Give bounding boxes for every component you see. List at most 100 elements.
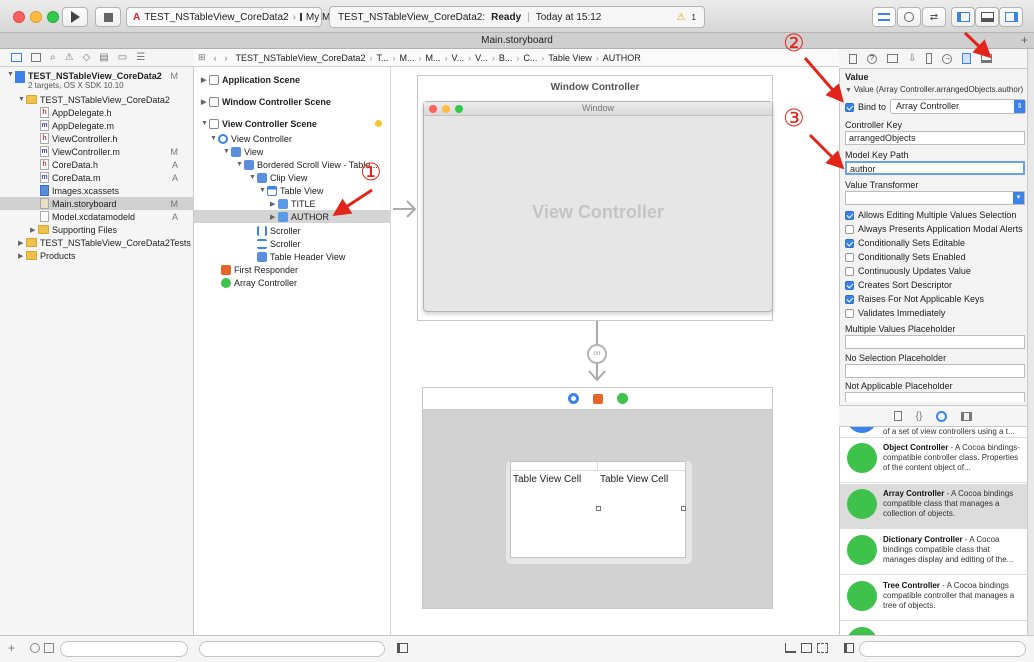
checkbox-continuously-updates[interactable]: Continuously Updates Value bbox=[845, 266, 971, 276]
checkbox-allows-editing-multiple[interactable]: Allows Editing Multiple Values Selection bbox=[845, 210, 1016, 220]
multiple-values-placeholder-field[interactable] bbox=[845, 335, 1025, 349]
bind-to-checkbox[interactable]: Bind to bbox=[845, 102, 886, 112]
scene-window-controller[interactable]: ▶Window Controller Scene bbox=[194, 95, 390, 108]
bind-to-popup[interactable]: Array Controller ⇕ bbox=[890, 99, 1026, 114]
test-navigator-icon[interactable]: ◇ bbox=[82, 52, 91, 63]
nav-group-products[interactable]: ▶Products bbox=[0, 249, 194, 262]
debug-navigator-icon[interactable]: ▤ bbox=[99, 52, 109, 63]
add-tab-icon[interactable]: + bbox=[1020, 33, 1028, 47]
disclosure-open-icon[interactable]: ▼ bbox=[223, 148, 230, 155]
nav-file-images-xcassets[interactable]: Images.xcassets bbox=[0, 184, 194, 197]
outline-column-author[interactable]: ▶AUTHOR bbox=[194, 210, 390, 223]
library-item-partial-bottom[interactable] bbox=[840, 622, 1027, 635]
disclosure-closed-icon[interactable]: ▶ bbox=[201, 76, 207, 84]
disclosure-open-icon[interactable]: ▼ bbox=[18, 96, 25, 103]
window-controller-scene[interactable]: Window Controller Window View Controller bbox=[417, 75, 773, 321]
minimize-window-button[interactable] bbox=[30, 11, 42, 23]
library-item-object-controller[interactable]: Object Controller - A Cocoa bindings-com… bbox=[840, 438, 1027, 483]
find-navigator-icon[interactable]: ⌕ bbox=[50, 52, 56, 63]
navigator-filter-input[interactable] bbox=[60, 641, 188, 657]
library-item-dictionary-controller[interactable]: Dictionary Controller - A Cocoa bindings… bbox=[840, 530, 1027, 575]
project-navigator-folder-icon[interactable] bbox=[11, 53, 22, 62]
nav-group-supporting-files[interactable]: ▶Supporting Files bbox=[0, 223, 194, 236]
resolve-issues-icon[interactable] bbox=[817, 643, 828, 653]
issue-navigator-icon[interactable]: ⚠ bbox=[64, 52, 74, 63]
nav-group-main[interactable]: ▼TEST_NSTableView_CoreData2 bbox=[0, 93, 194, 106]
disclosure-closed-icon[interactable]: ▶ bbox=[201, 98, 207, 106]
report-navigator-icon[interactable]: ☰ bbox=[136, 52, 146, 63]
resize-handle[interactable] bbox=[596, 506, 601, 511]
outline-scroller-2[interactable]: Scroller bbox=[194, 237, 390, 250]
library-item-array-controller[interactable]: Array Controller - A Cocoa bindings comp… bbox=[840, 484, 1027, 529]
crumb-4[interactable]: V... bbox=[451, 52, 465, 63]
tab-main-storyboard[interactable]: Main.storyboard bbox=[481, 35, 553, 46]
checkbox-conditionally-sets-enabled[interactable]: Conditionally Sets Enabled bbox=[845, 252, 966, 262]
warning-dot-icon[interactable] bbox=[375, 120, 382, 127]
outline-array-controller[interactable]: Array Controller bbox=[194, 276, 390, 289]
checkbox-always-presents-alerts[interactable]: Always Presents Application Modal Alerts bbox=[845, 224, 1023, 234]
disclosure-open-icon[interactable]: ▼ bbox=[259, 187, 266, 194]
library-item-partial[interactable]: of a set of view controllers using a t..… bbox=[840, 427, 1027, 438]
quick-help-icon[interactable]: ? bbox=[867, 53, 877, 64]
warning-icon[interactable]: ⚠ bbox=[676, 11, 686, 23]
disclosure-closed-icon[interactable]: ▶ bbox=[18, 252, 24, 260]
no-selection-placeholder-field[interactable] bbox=[845, 364, 1025, 378]
crumb-7[interactable]: C... bbox=[523, 52, 538, 63]
attributes-inspector-icon[interactable]: ⇩ bbox=[908, 53, 917, 64]
forward-icon[interactable]: › bbox=[224, 52, 228, 63]
crumb-5[interactable]: V... bbox=[475, 52, 488, 63]
array-controller-icon[interactable] bbox=[616, 393, 628, 404]
bindings-inspector-icon[interactable] bbox=[962, 53, 972, 64]
outline-column-title[interactable]: ▶TITLE bbox=[194, 197, 390, 210]
crumb-1[interactable]: T... bbox=[376, 52, 389, 63]
binding-summary-row[interactable]: ▼ Value (Array Controller.arrangedObject… bbox=[845, 85, 1023, 94]
zoom-window-button[interactable] bbox=[47, 11, 59, 23]
disclosure-closed-icon[interactable]: ▶ bbox=[270, 200, 276, 208]
checkbox-raises-for-not-applicable[interactable]: Raises For Not Applicable Keys bbox=[845, 294, 984, 304]
version-editor-button[interactable]: ⇄ bbox=[922, 7, 946, 27]
disclosure-open-icon[interactable]: ▼ bbox=[201, 120, 208, 127]
outline-scroll-view[interactable]: ▼Bordered Scroll View - Table... bbox=[194, 158, 390, 171]
file-template-library-icon[interactable] bbox=[893, 411, 902, 421]
resize-handle[interactable] bbox=[681, 506, 686, 511]
recent-files-icon[interactable] bbox=[30, 643, 40, 653]
scene-application[interactable]: ▶Application Scene bbox=[194, 73, 390, 86]
library-filter-input[interactable] bbox=[859, 641, 1026, 657]
toggle-outline-icon[interactable] bbox=[397, 643, 408, 653]
crumb-author[interactable]: AUTHOR bbox=[602, 52, 641, 63]
checkbox-creates-sort-descriptor[interactable]: Creates Sort Descriptor bbox=[845, 280, 952, 290]
crumb-6[interactable]: B... bbox=[498, 52, 513, 63]
disclosure-open-icon[interactable]: ▼ bbox=[210, 135, 217, 142]
window-mockup[interactable]: Window View Controller bbox=[423, 101, 773, 312]
code-snippet-library-icon[interactable]: {} bbox=[915, 410, 923, 422]
pin-icon[interactable] bbox=[801, 643, 812, 653]
disclosure-open-icon[interactable]: ▼ bbox=[236, 161, 243, 168]
outline-first-responder[interactable]: First Responder bbox=[194, 263, 390, 276]
value-transformer-combo[interactable]: ▾ bbox=[845, 191, 1025, 205]
stop-button[interactable] bbox=[95, 7, 121, 27]
checkbox-validates-immediately[interactable]: Validates Immediately bbox=[845, 308, 945, 318]
breakpoint-navigator-icon[interactable]: ▭ bbox=[117, 52, 128, 63]
segue-link-icon[interactable]: ∞ bbox=[587, 344, 607, 364]
table-view[interactable]: Table View Cell Table View Cell bbox=[510, 461, 686, 558]
disclosure-open-icon[interactable]: ▼ bbox=[249, 174, 256, 181]
grid-list-toggle-icon[interactable] bbox=[844, 643, 854, 653]
crumb-project[interactable]: TEST_NSTableView_CoreData2 bbox=[235, 52, 366, 63]
size-inspector-icon[interactable] bbox=[926, 53, 933, 64]
disclosure-closed-icon[interactable]: ▶ bbox=[30, 226, 36, 234]
model-key-path-field[interactable]: author bbox=[845, 161, 1025, 175]
outline-view-controller[interactable]: ▼View Controller bbox=[194, 132, 390, 145]
library-item-tree-controller[interactable]: Tree Controller - A Cocoa bindings compa… bbox=[840, 576, 1027, 621]
standard-editor-button[interactable] bbox=[872, 7, 896, 27]
view-effects-inspector-icon[interactable] bbox=[981, 54, 993, 63]
table-view-cell-title[interactable]: Table View Cell bbox=[513, 474, 582, 485]
view-controller-scene[interactable]: Table View Cell Table View Cell bbox=[422, 387, 773, 609]
symbol-navigator-icon[interactable] bbox=[31, 53, 41, 62]
related-items-icon[interactable]: ⊞ bbox=[198, 52, 206, 62]
file-inspector-icon[interactable] bbox=[849, 53, 857, 64]
